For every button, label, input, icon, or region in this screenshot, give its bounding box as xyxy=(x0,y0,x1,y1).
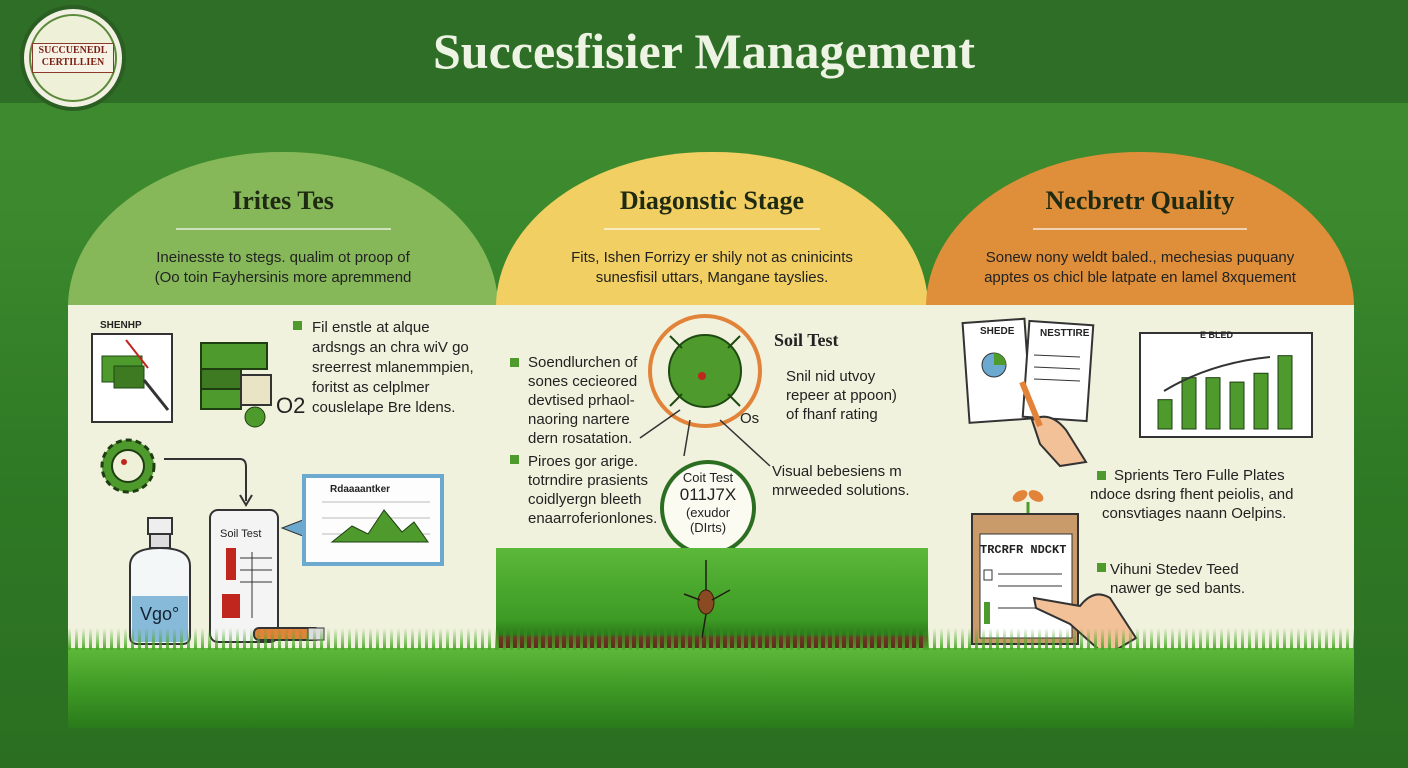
title-divider xyxy=(1033,228,1247,230)
notebook-label: SHENHP xyxy=(100,320,142,331)
phone-device xyxy=(209,509,279,643)
label-o2: O2 xyxy=(276,393,306,418)
title-divider xyxy=(175,228,391,230)
middle-left-text-b: Piroes gor arige. totrndire prasients co… xyxy=(528,453,658,527)
bar-5 xyxy=(1277,355,1293,430)
gear-icon xyxy=(100,438,156,494)
bottle-icon xyxy=(129,517,191,645)
panel-title-left: Irites Tes xyxy=(232,186,334,215)
grass-strip-left xyxy=(68,628,498,728)
grass-strip-right xyxy=(926,628,1354,728)
bullet-text-left: Fil enstle at alque ardsngs an chra wiV … xyxy=(312,319,474,416)
panel-description-left: Ineinesste to stegs. qualim ot proop of … xyxy=(154,249,412,286)
soil-test-description: Snil nid utvoy repeer at ppoon) of fhanf… xyxy=(786,368,897,423)
grass-strip-middle xyxy=(496,628,928,728)
page-title: Succesfisier Management xyxy=(432,23,976,79)
bullet-marker xyxy=(293,321,302,330)
right-bullet-text-a: Sprients Tero Fulle Plates ndoce dsring … xyxy=(1090,467,1294,522)
bar-2 xyxy=(1205,377,1221,430)
connector-lines xyxy=(639,409,771,467)
soil-test-heading: Soil Test xyxy=(774,330,839,350)
document-stack-icon xyxy=(961,317,1095,424)
soil-blocks-icon xyxy=(200,342,272,428)
dome-right: Necbretr Quality Sonew nony weldt baled.… xyxy=(926,152,1354,307)
certification-seal: SUCCUENEDL CERTILLIEN xyxy=(20,5,126,111)
right-bullet-text-b: Vihuni Stedev Teed nawer ge sed bants. xyxy=(1110,561,1246,597)
dome-left: Irites Tes Ineinesste to stegs. qualim o… xyxy=(68,152,498,307)
panel-description-right: Sonew nony weldt baled., mechesias puqua… xyxy=(984,249,1296,286)
bar-chart xyxy=(1139,332,1313,438)
os-label: Os xyxy=(740,410,760,427)
panel-title-right: Necbretr Quality xyxy=(1045,186,1235,215)
bottle-label: Vgo° xyxy=(140,604,180,624)
document-label-a: SHEDE xyxy=(980,326,1015,337)
chart-card-title: Rdaaaantker xyxy=(330,484,391,495)
seal-text: SUCCUENEDL CERTILLIEN xyxy=(38,45,108,68)
seal-band xyxy=(32,43,114,73)
bar-1 xyxy=(1181,377,1197,430)
trend-arrow xyxy=(1163,356,1271,392)
document-label-b: NESTTIRE xyxy=(1040,328,1090,339)
notebook-icon xyxy=(91,333,173,423)
bar-0 xyxy=(1157,399,1173,430)
bar-3 xyxy=(1229,381,1245,430)
arrow-icon xyxy=(164,458,253,507)
bar-chart-title: E BLED xyxy=(1200,330,1234,340)
root-insect-icon xyxy=(683,560,731,639)
clipboard-icon xyxy=(971,513,1079,645)
bar-4 xyxy=(1253,372,1269,430)
hand-pen-icon xyxy=(1019,380,1088,468)
header-bar xyxy=(0,0,1408,103)
clipboard-title: TRCRFR NDCKT xyxy=(980,543,1067,557)
bullet-marker xyxy=(510,358,519,367)
middle-left-text-a: Soendlurchen of sones cecieored devtised… xyxy=(528,354,638,447)
panel-description-middle: Fits, Ishen Forrizy er shily not as cnin… xyxy=(571,249,853,286)
bullet-marker xyxy=(1097,563,1106,572)
dome-middle: Diagonstic Stage Fits, Ishen Forrizy er … xyxy=(496,152,928,307)
soil-globe-icon xyxy=(648,314,762,428)
bullet-marker xyxy=(510,455,519,464)
bullet-marker xyxy=(1097,471,1106,480)
bars-group xyxy=(1157,355,1293,430)
soil-test-circle-text: Coit Test 011J7X (exudor (DIrts) xyxy=(679,470,737,535)
title-divider xyxy=(604,228,820,230)
panel-title-middle: Diagonstic Stage xyxy=(619,186,805,215)
middle-right-text: Visual bebesiens m mrweeded solutions. xyxy=(772,463,910,499)
device-label: Soil Test xyxy=(220,528,262,540)
chart-card xyxy=(302,474,444,566)
